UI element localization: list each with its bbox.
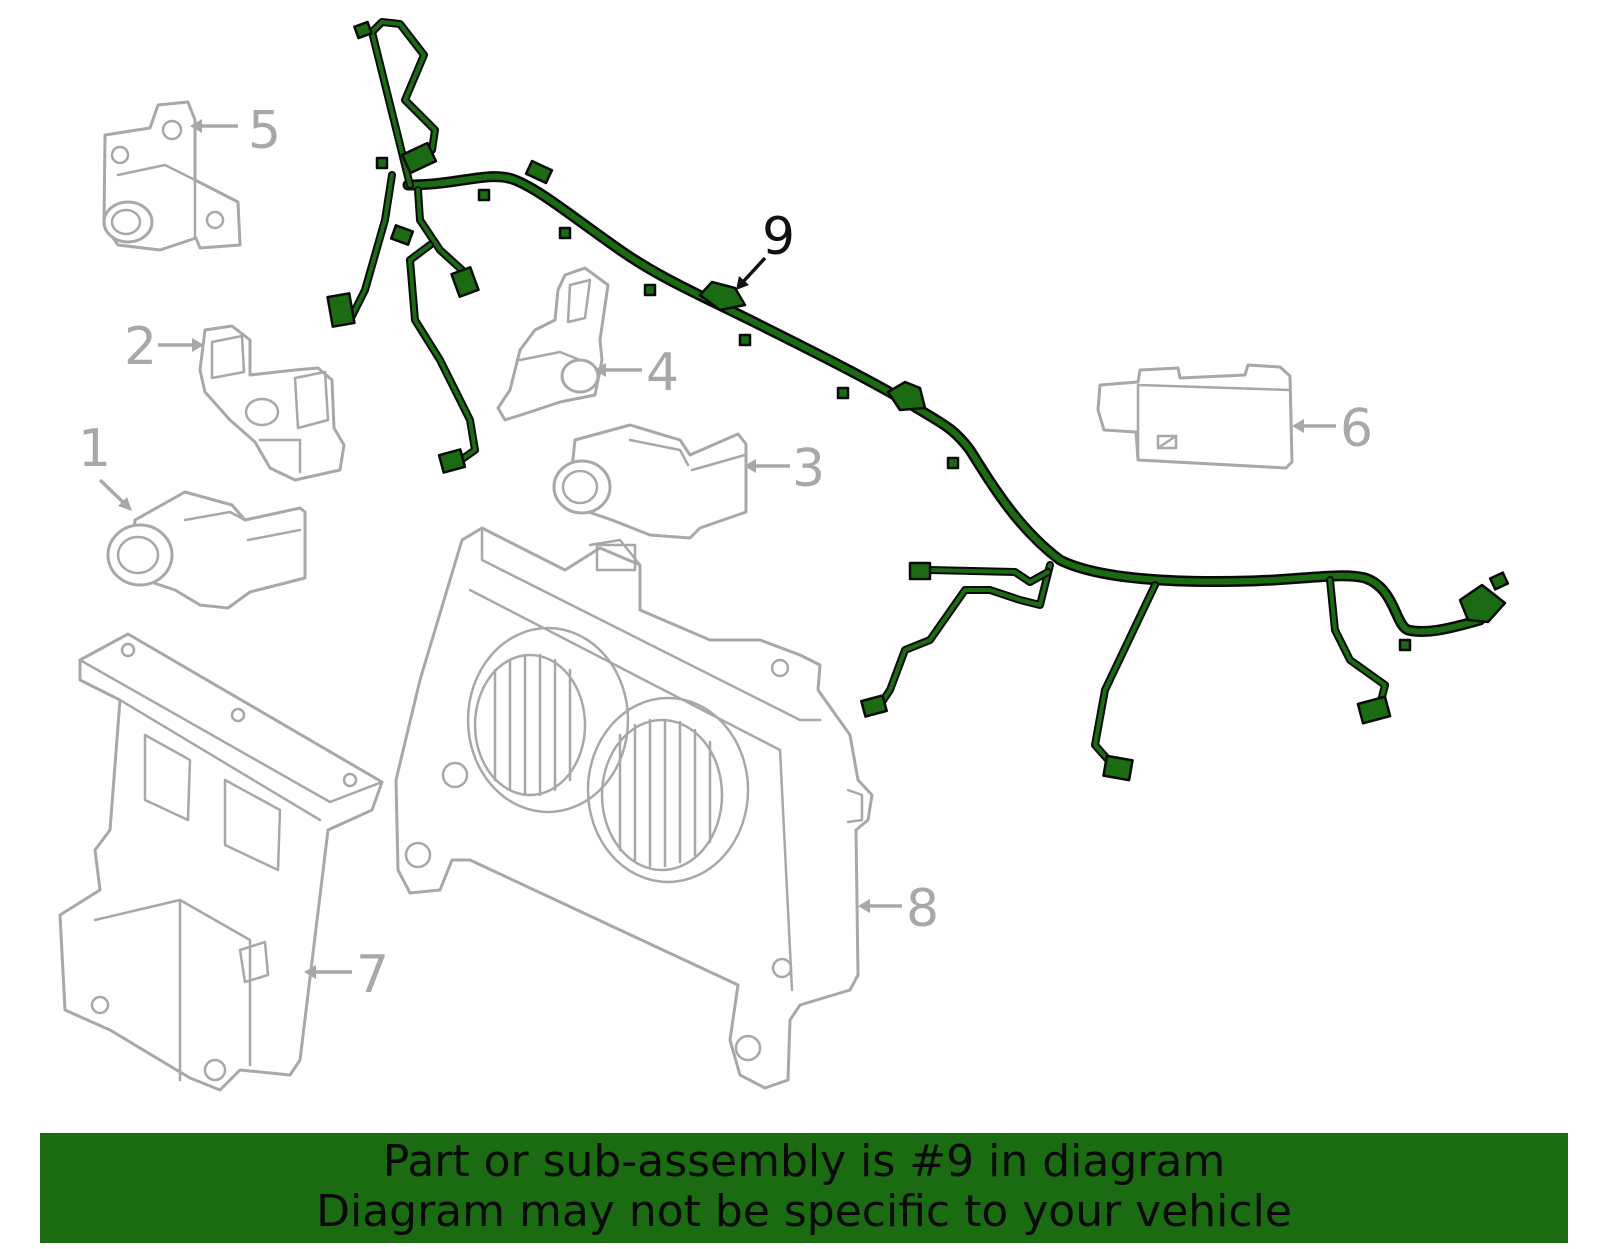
callout-4[interactable]: 4 — [646, 343, 679, 403]
arrow-3 — [744, 459, 756, 473]
callout-labels: 5 2 1 4 3 6 7 8 9 — [78, 101, 1373, 1005]
arrow-4 — [594, 363, 606, 377]
info-banner: Part or sub-assembly is #9 in diagram Di… — [40, 1133, 1568, 1243]
part-1-sensor[interactable] — [106, 490, 307, 610]
callout-2[interactable]: 2 — [124, 317, 157, 377]
banner-line-1: Part or sub-assembly is #9 in diagram — [382, 1136, 1226, 1187]
callout-6[interactable]: 6 — [1340, 399, 1373, 459]
arrow-8 — [858, 899, 870, 913]
part-3-sensor[interactable] — [552, 423, 748, 540]
callout-lines — [98, 119, 1336, 979]
banner-line-2: Diagram may not be specific to your vehi… — [316, 1186, 1292, 1237]
part-9-wiring-harness[interactable] — [326, 18, 1510, 782]
part-2-bracket[interactable] — [198, 324, 346, 482]
arrow-6 — [1292, 419, 1304, 433]
arrow-9 — [736, 276, 749, 290]
leader-9 — [740, 256, 767, 285]
callout-9[interactable]: 9 — [762, 207, 795, 267]
part-6-module[interactable] — [1096, 363, 1294, 470]
part-4-bracket-sensor[interactable] — [496, 266, 610, 422]
arrow-1 — [118, 497, 132, 511]
part-8-fan-shroud[interactable] — [394, 526, 874, 1090]
leader-1 — [98, 478, 128, 507]
callout-5[interactable]: 5 — [248, 101, 281, 161]
part-5-camera[interactable] — [102, 100, 242, 252]
arrow-5 — [190, 119, 202, 133]
callout-7[interactable]: 7 — [356, 945, 389, 1005]
part-7-bracket-module[interactable] — [58, 632, 384, 1092]
callout-1[interactable]: 1 — [78, 419, 111, 479]
arrow-2 — [192, 338, 204, 352]
callout-8[interactable]: 8 — [906, 879, 939, 939]
callout-3[interactable]: 3 — [792, 439, 825, 499]
arrow-7 — [304, 965, 316, 979]
